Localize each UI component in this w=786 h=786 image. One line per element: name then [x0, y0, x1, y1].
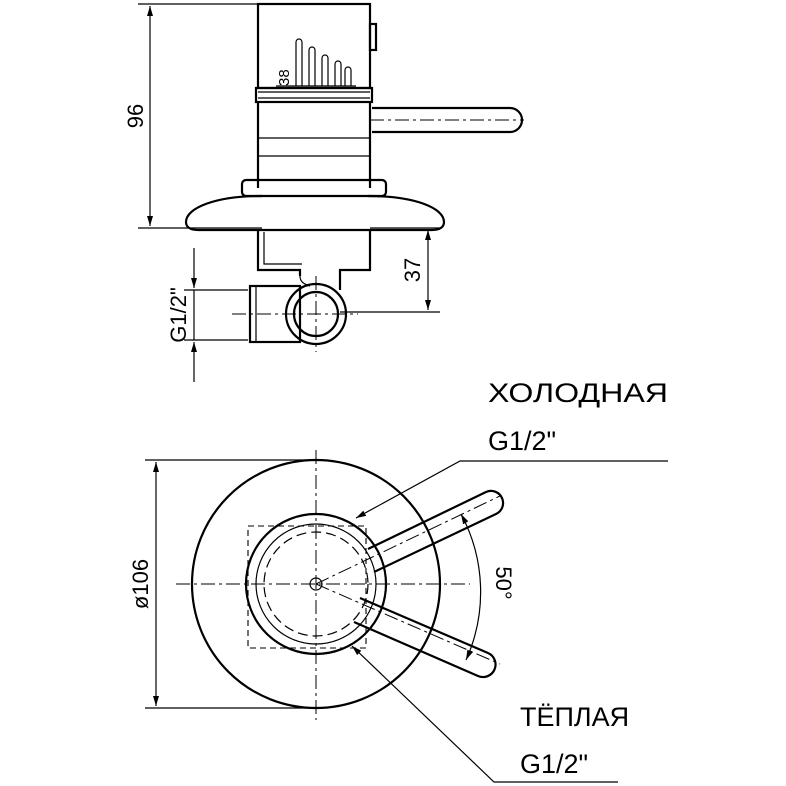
height-dimension-label: 96 [123, 104, 148, 128]
angle-arc [460, 513, 482, 661]
warm-thread-label: G1/2" [520, 749, 588, 779]
lever-handle [370, 106, 524, 134]
depth-dimension-label: 37 [400, 258, 425, 282]
escutcheon-plate [184, 194, 446, 232]
thread-dimension-label: G1/2" [166, 287, 191, 343]
lever-position-open [315, 583, 501, 679]
mixer-body-outline [244, 512, 388, 656]
temperature-mark: 38 [276, 69, 293, 86]
mixer-cap [256, 2, 372, 90]
warm-leader [351, 645, 618, 783]
warm-label: ТЁПЛАЯ [520, 702, 629, 732]
mixer-ring [254, 86, 374, 104]
lever-position-rotated [315, 489, 505, 585]
angle-dimension-label: 50° [491, 566, 516, 599]
top-view: ø106 50° ХОЛОДНАЯ G1/2" ТЁПЛАЯ G1/2" [128, 378, 668, 783]
cold-thread-label: G1/2" [488, 426, 556, 456]
side-view: 96 37 G1/2" 38 [123, 2, 524, 382]
cold-leader [355, 460, 668, 519]
hidden-body [247, 525, 367, 649]
cold-label: ХОЛОДНАЯ [488, 378, 668, 408]
temperature-scale [276, 38, 356, 87]
center-hole [309, 577, 323, 591]
diameter-dimension-label: ø106 [128, 559, 153, 609]
